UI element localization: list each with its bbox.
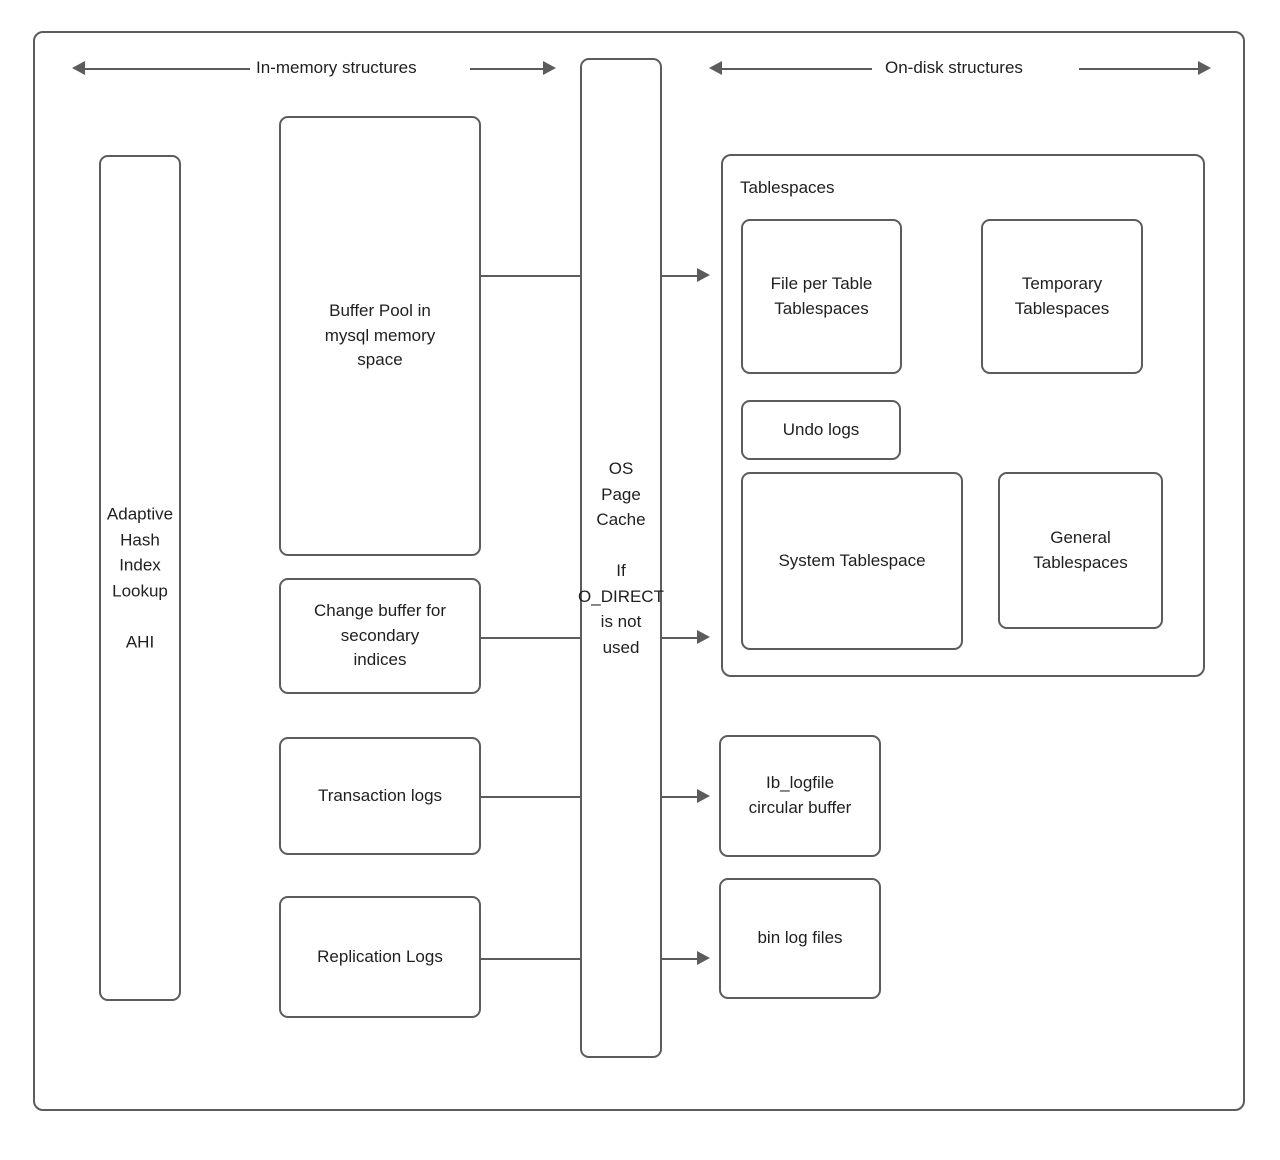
adaptive-hash-index-box[interactable]: Adaptive Hash Index Lookup AHI <box>99 155 181 1001</box>
replication-logs-box[interactable]: Replication Logs <box>279 896 481 1018</box>
replication-logs-label: Replication Logs <box>317 946 443 966</box>
in-memory-left-arrow-line <box>85 68 250 70</box>
buffer-pool-box[interactable]: Buffer Pool in mysql memory space <box>279 116 481 556</box>
on-disk-right-arrowhead <box>1198 61 1211 75</box>
tablespaces-group-label: Tablespaces <box>740 178 835 197</box>
in-memory-right-arrow-line <box>470 68 543 70</box>
undo-logs-label: Undo logs <box>782 419 860 439</box>
os-page-cache-box[interactable]: OS Page Cache If O_DIRECT is not used <box>578 58 664 1058</box>
os-page-cache-label: OS Page Cache If O_DIRECT is not used <box>578 459 664 657</box>
file-per-table-tablespaces-box[interactable]: File per Table Tablespaces <box>741 219 902 374</box>
transaction-logs-box[interactable]: Transaction logs <box>279 737 481 855</box>
ib-logfile-label: Ib_logfile circular buffer <box>748 773 852 817</box>
change-buffer-label: Change buffer for secondary indices <box>314 601 446 670</box>
file-per-table-tablespaces-label: File per Table Tablespaces <box>770 273 873 318</box>
connector-replicationlogs-arrowhead <box>697 951 710 965</box>
in-memory-band-label: In-memory structures <box>256 58 417 77</box>
temporary-tablespaces-box[interactable]: Temporary Tablespaces <box>981 219 1143 374</box>
system-tablespace-label: System Tablespace <box>778 550 926 570</box>
connector-changebuffer-arrowhead <box>697 630 710 644</box>
buffer-pool-label: Buffer Pool in mysql memory space <box>324 301 436 370</box>
system-tablespace-box[interactable]: System Tablespace <box>741 472 963 650</box>
on-disk-left-arrow-line <box>722 68 872 70</box>
bin-log-files-label: bin log files <box>757 928 843 948</box>
change-buffer-box[interactable]: Change buffer for secondary indices <box>279 578 481 694</box>
undo-logs-box[interactable]: Undo logs <box>741 400 901 460</box>
connector-bufferpool-arrowhead <box>697 268 710 282</box>
in-memory-right-arrowhead <box>543 61 556 75</box>
on-disk-left-arrowhead <box>709 61 722 75</box>
temporary-tablespaces-label: Temporary Tablespaces <box>1014 273 1110 318</box>
connector-transactionlogs-arrowhead <box>697 789 710 803</box>
diagram-outer-frame <box>33 31 1245 1111</box>
in-memory-left-arrowhead <box>72 61 85 75</box>
general-tablespaces-box[interactable]: General Tablespaces <box>998 472 1163 629</box>
on-disk-band-label: On-disk structures <box>885 58 1023 77</box>
transaction-logs-label: Transaction logs <box>317 785 443 805</box>
tablespaces-group: Tablespaces File per Table Tablespaces T… <box>721 154 1205 677</box>
ib-logfile-box[interactable]: Ib_logfile circular buffer <box>719 735 881 857</box>
general-tablespaces-label: General Tablespaces <box>1033 527 1128 572</box>
on-disk-right-arrow-line <box>1079 68 1198 70</box>
bin-log-files-box[interactable]: bin log files <box>719 878 881 999</box>
adaptive-hash-index-label: Adaptive Hash Index Lookup AHI <box>106 504 174 652</box>
